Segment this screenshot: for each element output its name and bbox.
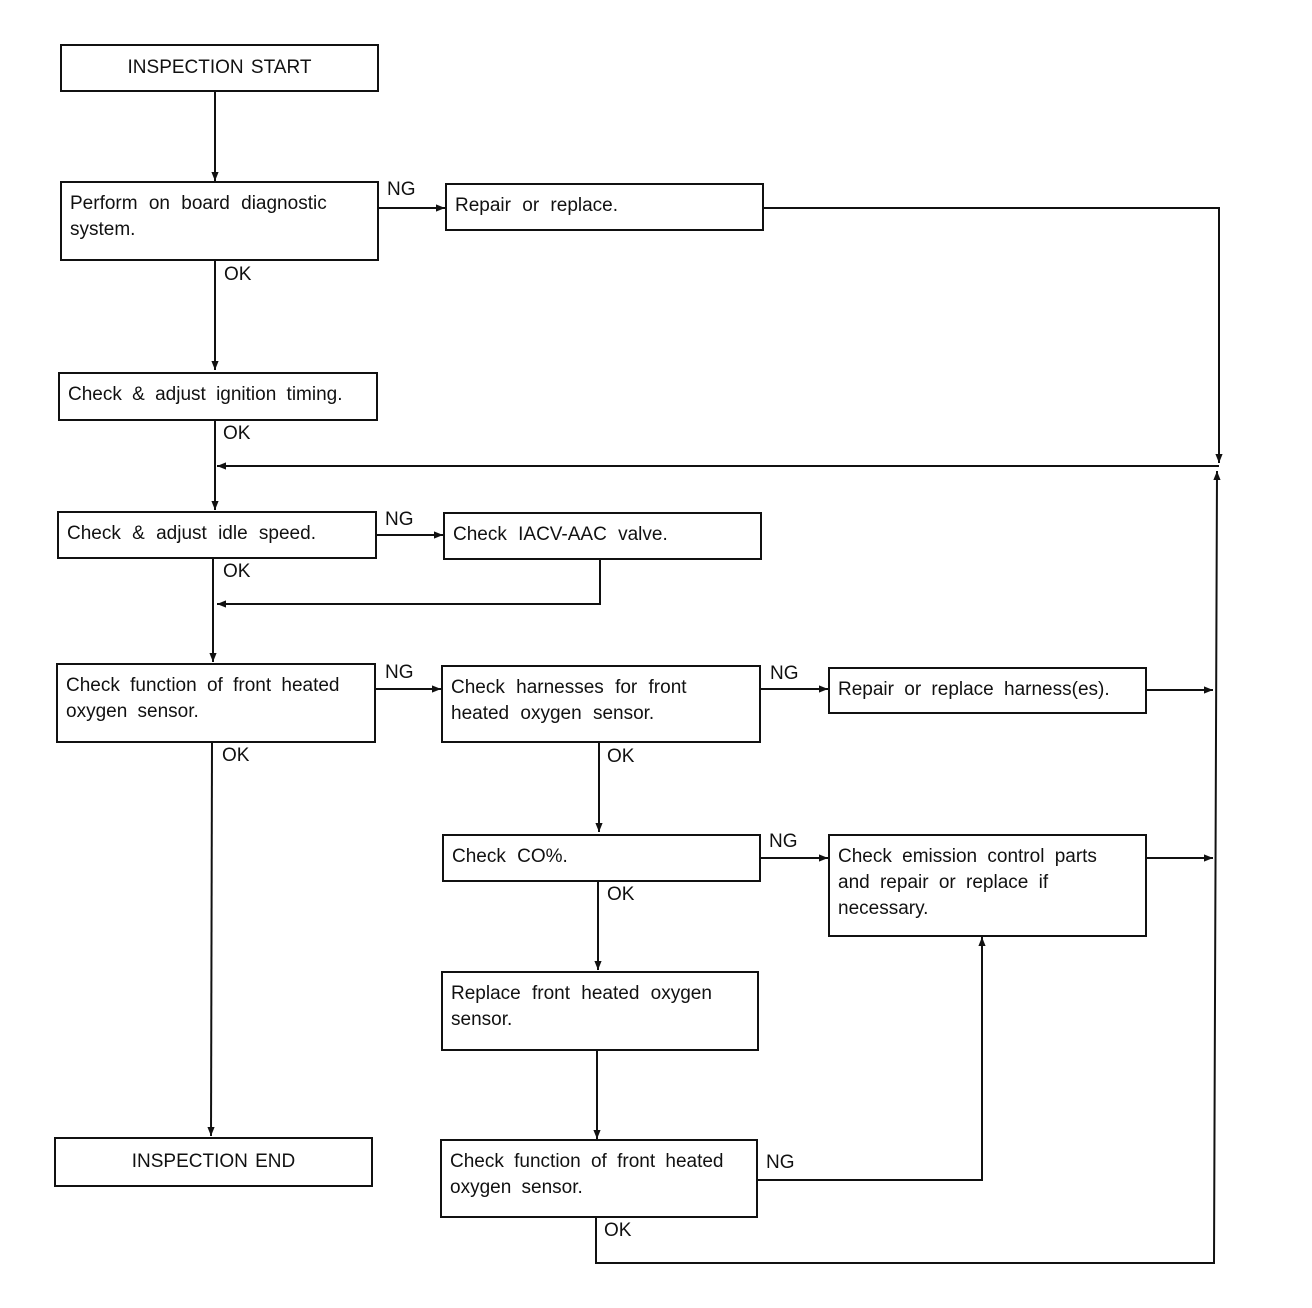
inspection-end-box: INSPECTION END [54, 1137, 373, 1187]
arrow-func1-to-end [207, 742, 215, 1137]
line-func2-to-rail [595, 470, 1221, 1264]
harness-check-box: Check harnesses for front heated oxygen … [441, 665, 761, 743]
ok-label-ignition: OK [223, 423, 251, 444]
repair-replace-box: Repair or replace. [445, 183, 764, 231]
ok-label-harness: OK [607, 746, 635, 767]
function-check-2-box: Check function of front heated oxygen se… [440, 1139, 758, 1218]
ng-label-harness: NG [770, 663, 799, 684]
emission-parts-box: Check emission control parts and repair … [828, 834, 1147, 937]
ng-label-co: NG [769, 831, 798, 852]
ok-label-func1: OK [222, 745, 250, 766]
function-check-1-box: Check function of front heated oxygen se… [56, 663, 376, 743]
ok-label-idle: OK [223, 561, 251, 582]
ok-label-co: OK [607, 884, 635, 905]
ng-label-func2: NG [766, 1152, 795, 1173]
line-func2-to-emission [758, 937, 986, 1181]
iacv-box: Check IACV-AAC valve. [443, 512, 762, 560]
ng-label-idle: NG [385, 509, 414, 530]
inspection-start-box: INSPECTION START [60, 44, 379, 92]
obd-box: Perform on board diagnostic system. [60, 181, 379, 261]
co-check-box: Check CO%. [442, 834, 761, 882]
ng-label-obd: NG [387, 179, 416, 200]
idle-speed-box: Check & adjust idle speed. [57, 511, 377, 559]
line-repair-to-rail [764, 207, 1223, 463]
ignition-timing-box: Check & adjust ignition timing. [58, 372, 378, 421]
ok-label-obd: OK [224, 264, 252, 285]
ok-label-func2: OK [604, 1220, 632, 1241]
repair-harness-box: Repair or replace harness(es). [828, 667, 1147, 714]
replace-sensor-box: Replace front heated oxygen sensor. [441, 971, 759, 1051]
line-iacv-return [217, 560, 601, 608]
ng-label-func1: NG [385, 662, 414, 683]
